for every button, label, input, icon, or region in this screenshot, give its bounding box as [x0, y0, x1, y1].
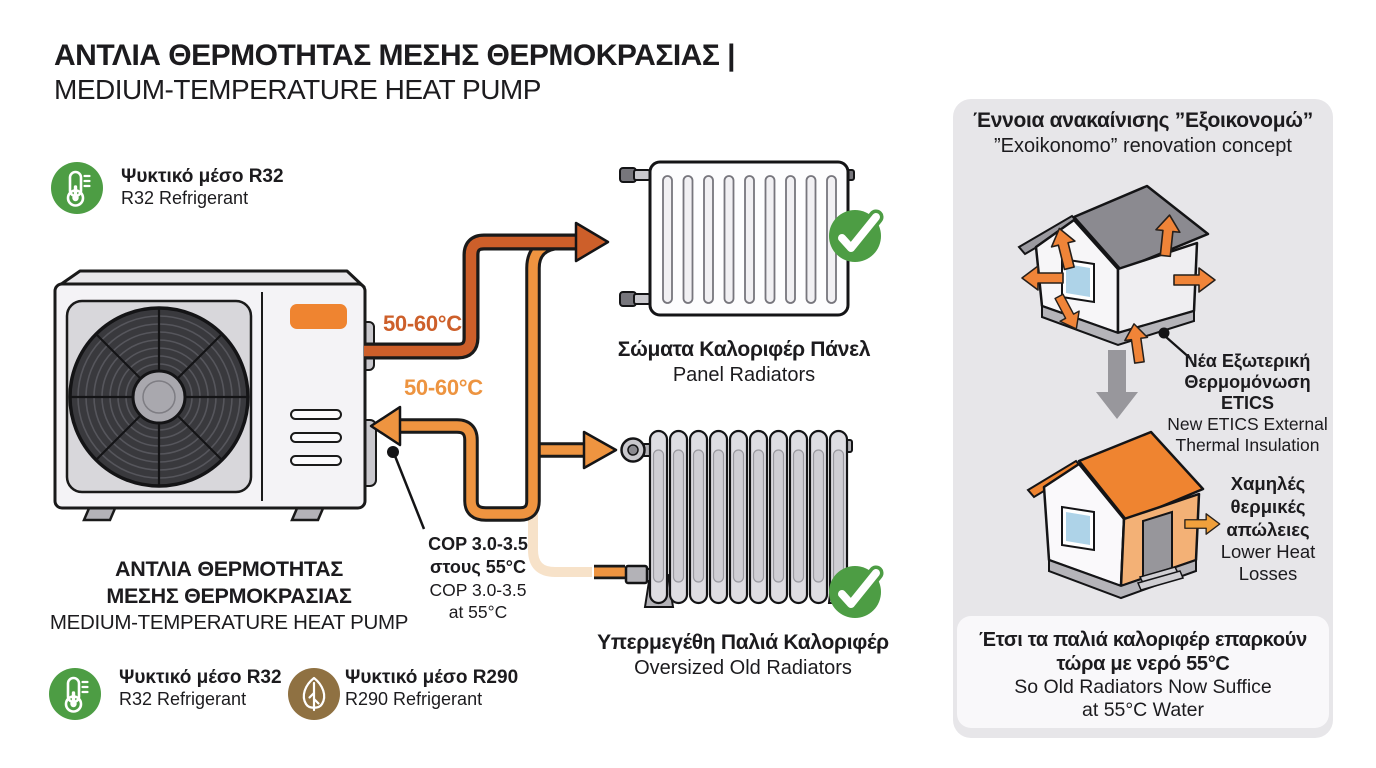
old-radiator-label-greek: Υπερμεγέθη Παλιά Καλοριφέρ	[597, 631, 889, 654]
cop-english-line2: at 55°C	[448, 602, 508, 622]
check-icon	[829, 210, 881, 262]
refrigerant-badge-r290: Ψυκτικό μέσο R290 R290 Refrigerant	[345, 667, 518, 710]
old-radiator-label-english: Oversized Old Radiators	[634, 657, 852, 679]
heat-losses-note: Χαμηλές θερμικές απώλειες Lower Heat Los…	[1200, 472, 1336, 585]
conclusion-greek-line1: Έτσι τα παλιά καλοριφέρ επαρκούν	[979, 629, 1307, 651]
conclusion-english-line1: So Old Radiators Now Suffice	[1014, 676, 1272, 698]
etics-greek-line1: Νέα Εξωτερική	[1184, 351, 1311, 371]
check-icon	[829, 566, 881, 618]
thermometer-icon	[47, 666, 103, 722]
etics-greek-line2: Θερμομόνωση ETICS	[1184, 372, 1311, 413]
branch-arrowhead	[582, 430, 618, 470]
callout-dot	[1158, 327, 1170, 339]
page-title-english: MEDIUM-TEMPERATURE HEAT PUMP	[54, 74, 541, 105]
renovation-title-greek: Έννοια ανακαίνισης ”Εξοικονομώ”	[973, 109, 1313, 132]
cop-english-line1: COP 3.0-3.5	[429, 580, 527, 600]
leaf-icon	[286, 666, 342, 722]
old-radiator-sections	[648, 429, 849, 605]
cop-greek-line2: στους 55°C	[430, 557, 526, 577]
losses-english-line2: Losses	[1238, 563, 1298, 584]
orange-roof	[1077, 430, 1205, 523]
refrigerant-label-english: R32 Refrigerant	[121, 188, 249, 208]
heat-pump-caption-greek2: ΜΕΣΗΣ ΘΕΡΜΟΚΡΑΣΙΑΣ	[106, 584, 352, 608]
heat-pump-caption-english: MEDIUM-TEMPERATURE HEAT PUMP	[49, 611, 409, 634]
thermometer-icon	[49, 160, 105, 216]
etics-note: Νέα Εξωτερική Θερμομόνωση ETICS New ETIC…	[1160, 351, 1335, 455]
conclusion-highlight-box	[957, 616, 1329, 728]
supply-arrowhead	[574, 221, 610, 263]
panel-radiator-grooves	[662, 175, 837, 304]
house-uninsulated-illustration	[1017, 184, 1216, 365]
old-radiator-illustration	[620, 429, 882, 618]
losses-greek-line2: θερμικές	[1230, 496, 1306, 517]
losses-greek-line1: Χαμηλές	[1230, 473, 1306, 494]
refrigerant-label-greek: Ψυκτικό μέσο R32	[121, 166, 284, 187]
panel-radiator-label: Σώματα Καλοριφέρ Πάνελ Panel Radiators	[594, 336, 894, 387]
supply-temperature-label: 50-60°C	[383, 311, 462, 336]
panel-radiator-label-greek: Σώματα Καλοριφέρ Πάνελ	[617, 338, 871, 361]
refrigerant-badge-top: Ψυκτικό μέσο R32 R32 Refrigerant	[121, 166, 284, 209]
heat-pump-caption-greek1: ΑΝΤΛΙΑ ΘΕΡΜΟΤΗΤΑΣ	[115, 557, 343, 581]
indicator-badge	[290, 304, 347, 329]
conclusion-english-line2: at 55°C Water	[1082, 699, 1204, 721]
page-title-greek: ΑΝΤΛΙΑ ΘΕΡΜΟΤΗΤΑΣ ΜΕΣΗΣ ΘΕΡΜΟΚΡΑΣΙΑΣ |	[54, 39, 736, 72]
panel-radiator-illustration	[619, 160, 881, 317]
cop-greek-line1: COP 3.0-3.5	[428, 534, 528, 554]
panel-radiator-label-english: Panel Radiators	[672, 364, 816, 386]
old-radiator-label: Υπερμεγέθη Παλιά Καλοριφέρ Oversized Old…	[593, 629, 893, 680]
refrigerant-label-english: R290 Refrigerant	[345, 689, 483, 709]
refrigerant-label-greek: Ψυκτικό μέσο R290	[345, 667, 519, 688]
old-radiator-valve-bottom	[624, 564, 649, 585]
house-insulated-illustration	[1026, 430, 1221, 600]
refrigerant-badge-r32: Ψυκτικό μέσο R32 R32 Refrigerant	[119, 667, 282, 710]
page-title: ΑΝΤΛΙΑ ΘΕΡΜΟΤΗΤΑΣ ΜΕΣΗΣ ΘΕΡΜΟΚΡΑΣΙΑΣ | M…	[54, 38, 736, 107]
etics-english-line2: Thermal Insulation	[1175, 434, 1320, 455]
transition-down-arrow-icon	[1096, 350, 1138, 419]
return-temperature-label: 50-60°C	[404, 375, 483, 400]
step	[1136, 570, 1185, 591]
refrigerant-label-greek: Ψυκτικό μέσο R32	[119, 667, 282, 688]
renovation-title-english: ”Exoikonomo” renovation concept	[994, 135, 1292, 157]
cop-note: COP 3.0-3.5 στους 55°C COP 3.0-3.5 at 55…	[397, 533, 559, 623]
gray-roof	[1072, 184, 1210, 272]
losses-english-line1: Lower Heat	[1220, 541, 1316, 562]
heat-pump-illustration	[53, 269, 377, 522]
fan-icon	[68, 306, 250, 488]
callout-dot	[387, 446, 399, 458]
faded-pipe	[528, 505, 592, 577]
etics-english-line1: New ETICS External	[1167, 414, 1328, 434]
heat-pump-caption: ΑΝΤΛΙΑ ΘΕΡΜΟΤΗΤΑΣ ΜΕΣΗΣ ΘΕΡΜΟΚΡΑΣΙΑΣ MED…	[29, 556, 429, 635]
vent-slots	[290, 409, 342, 466]
return-arrowhead	[369, 405, 402, 447]
door	[1142, 510, 1173, 579]
radiator-valves	[619, 167, 855, 307]
conclusion-note: Έτσι τα παλιά καλοριφέρ επαρκούν τώρα με…	[956, 628, 1330, 722]
renovation-panel-title: Έννοια ανακαίνισης ”Εξοικονομώ” ”Exoikon…	[953, 107, 1333, 159]
losses-greek-line3: απώλειες	[1226, 519, 1310, 540]
cop-callout	[387, 446, 426, 530]
piping	[364, 221, 625, 580]
refrigerant-label-english: R32 Refrigerant	[119, 689, 247, 709]
conclusion-greek-line2: τώρα με νερό 55°C	[1056, 653, 1230, 675]
